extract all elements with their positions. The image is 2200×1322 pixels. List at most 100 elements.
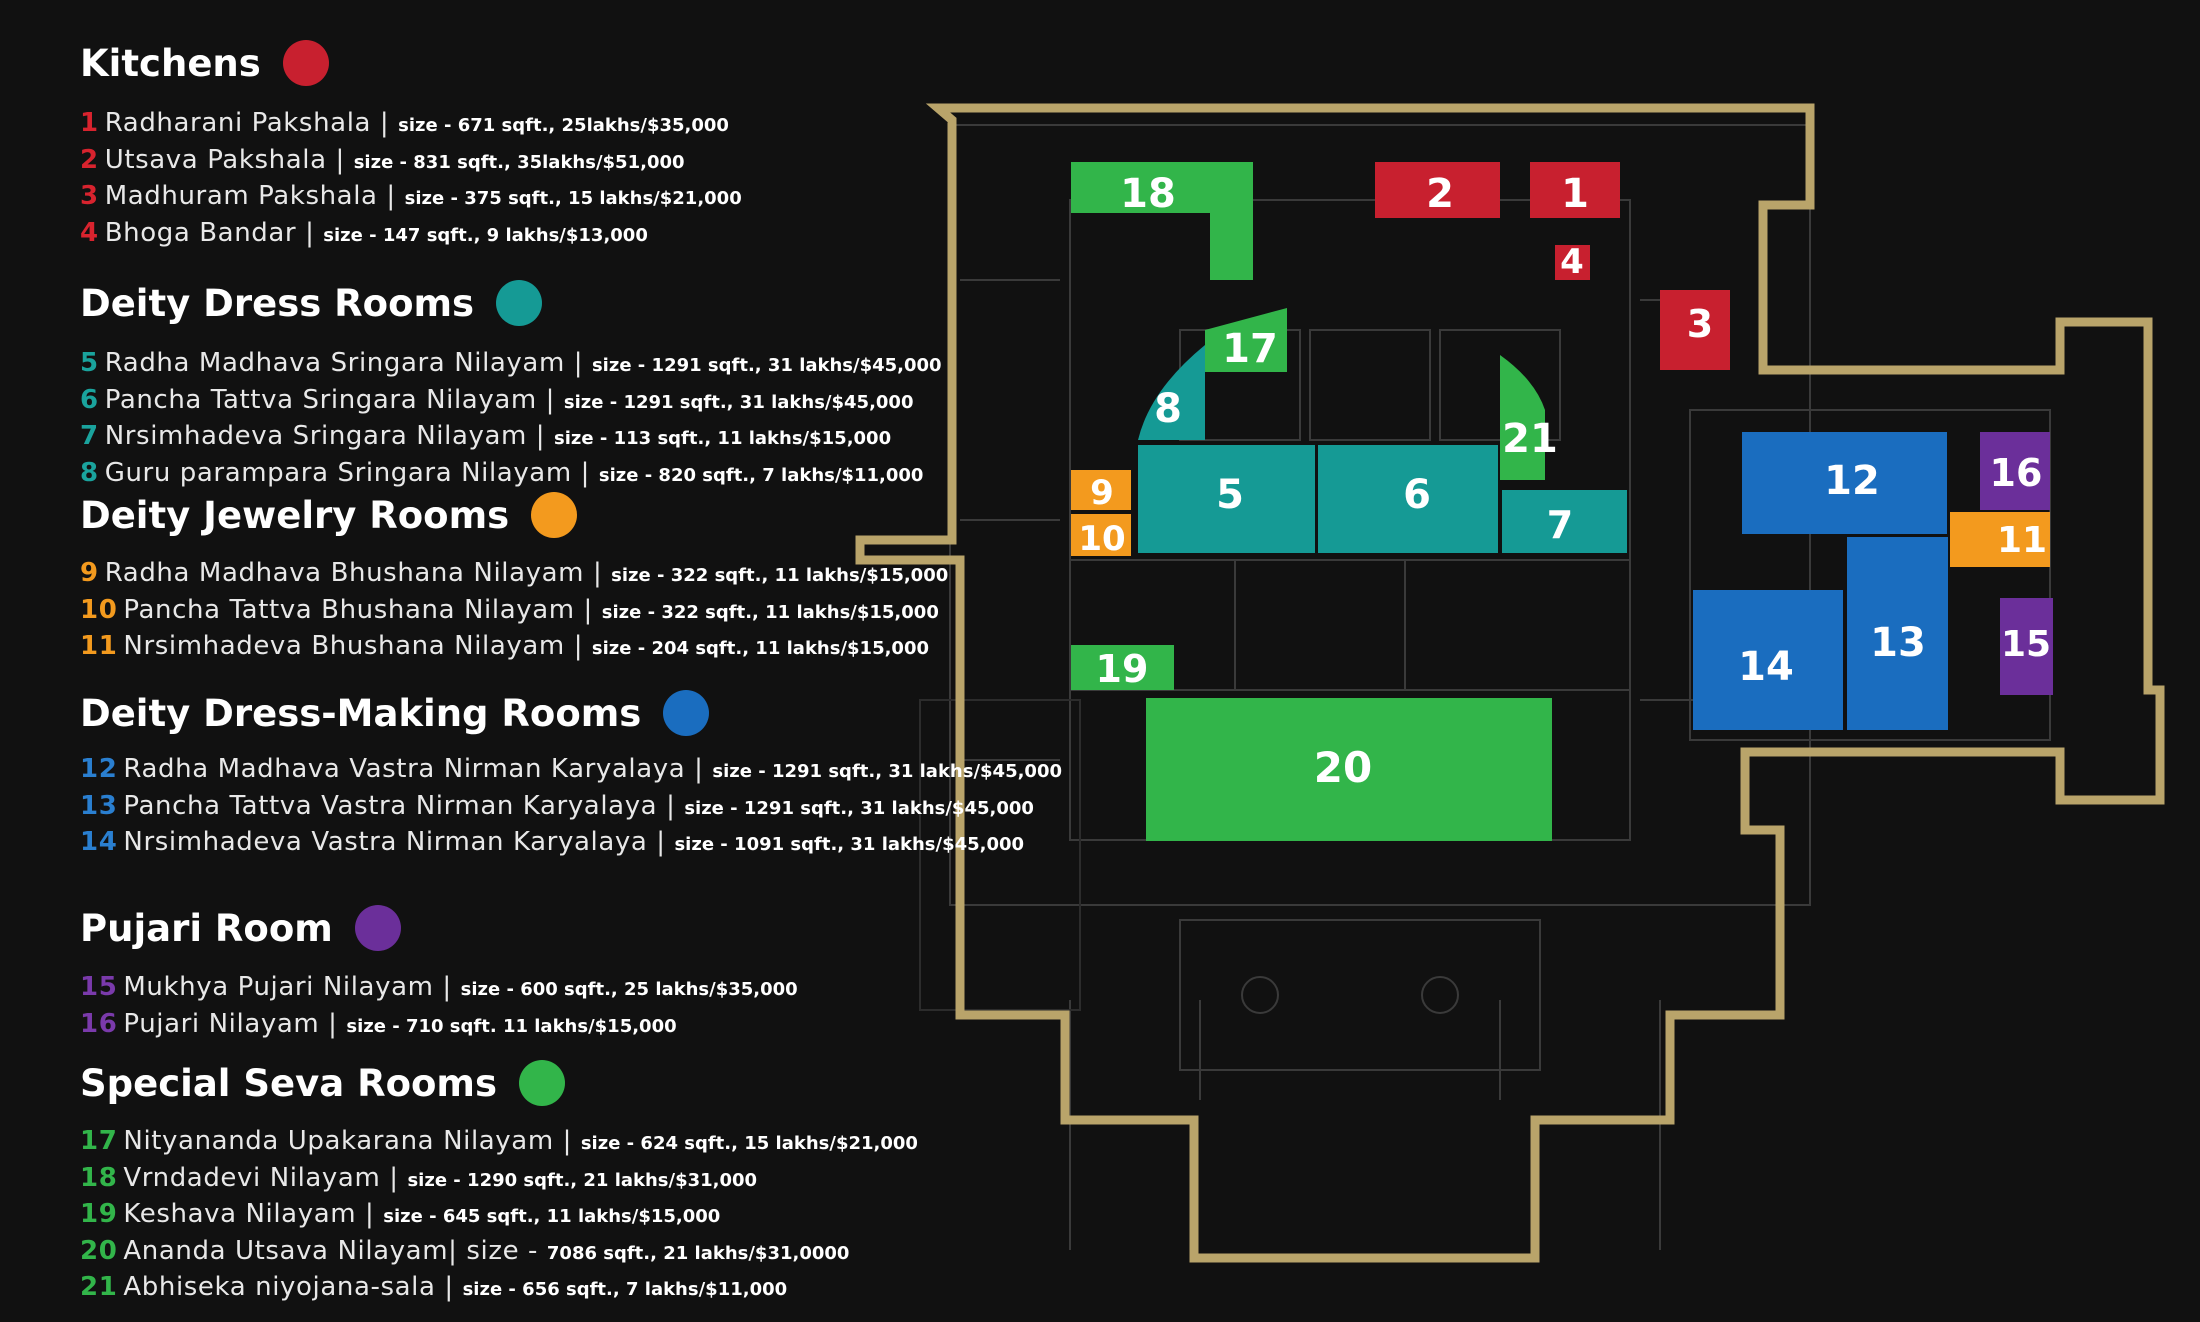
room-7[interactable] — [1502, 490, 1627, 553]
room-7-number: 7 — [1547, 503, 1573, 547]
section-title-text: Pujari Room — [80, 906, 333, 950]
legend-item-size: size - 820 sqft., 7 lakhs/$11,000 — [598, 464, 924, 486]
room-15[interactable] — [2000, 598, 2053, 695]
legend-item-number: 16 — [80, 1008, 118, 1039]
legend-item-size: size - 645 sqft., 11 lakhs/$15,000 — [383, 1206, 721, 1228]
room-20[interactable] — [1146, 698, 1552, 841]
section-title: Pujari Room — [80, 905, 401, 951]
legend-item-name: Guru parampara Sringara Nilayam | — [104, 457, 599, 488]
room-19[interactable] — [1071, 645, 1174, 690]
building-outline — [855, 103, 2165, 1263]
legend-item-size: size - 147 sqft., 9 lakhs/$13,000 — [323, 224, 648, 246]
legend-item-name: Radharani Pakshala | — [104, 108, 399, 138]
legend-item-size: size - 656 sqft., 7 lakhs/$11,000 — [462, 1279, 788, 1301]
legend-item-number: 15 — [80, 972, 118, 1002]
room-6[interactable] — [1318, 445, 1498, 553]
room-6-number: 6 — [1403, 472, 1431, 518]
legend-item-size: size - 113 sqft., 11 lakhs/$15,000 — [554, 428, 892, 450]
legend-item-name: Utsava Pakshala | — [104, 144, 354, 175]
legend-item-number: 20 — [80, 1235, 118, 1266]
room-5[interactable] — [1138, 445, 1315, 553]
room-9[interactable] — [1071, 470, 1131, 510]
legend-item-number: 8 — [80, 457, 99, 488]
legend-item-name: Radha Madhava Bhushana Nilayam | — [104, 558, 612, 588]
room-5-number: 5 — [1216, 472, 1244, 518]
section-title-text: Special Seva Rooms — [80, 1061, 497, 1105]
section-color-dot — [531, 492, 578, 538]
section-title: Deity Dress-Making Rooms — [80, 690, 710, 736]
room-1[interactable] — [1530, 162, 1620, 218]
room-8[interactable] — [1138, 345, 1205, 440]
room-17[interactable] — [1205, 308, 1287, 372]
room-4[interactable] — [1555, 245, 1590, 280]
room-13[interactable] — [1847, 537, 1948, 730]
legend-item-number: 18 — [80, 1162, 118, 1193]
section-title: Deity Jewelry Rooms — [80, 492, 578, 538]
section-color-dot — [282, 40, 329, 86]
room-16[interactable] — [1980, 432, 2050, 510]
legend-item-size: size - 1291 sqft., 31 lakhs/$45,000 — [591, 355, 942, 376]
legend-item-number: 3 — [80, 181, 99, 212]
room-21-number: 21 — [1502, 416, 1558, 462]
room-14-number: 14 — [1738, 644, 1794, 690]
legend-item-size: size - 1291 sqft., 31 lakhs/$45,000 — [684, 797, 1034, 819]
section-title-text: Deity Dress Rooms — [80, 281, 475, 325]
room-10-number: 10 — [1078, 519, 1125, 559]
legend-item-size: size - 600 sqft., 25 lakhs/$35,000 — [460, 979, 798, 1000]
room-11-number: 11 — [1997, 520, 2047, 561]
room-13-number: 13 — [1870, 620, 1926, 666]
room-11[interactable] — [1950, 512, 2050, 567]
room-20-number: 20 — [1314, 743, 1372, 792]
legend-item-size: size - 1291 sqft., 31 lakhs/$45,000 — [563, 391, 914, 413]
room-21[interactable] — [1500, 355, 1545, 480]
room-18[interactable] — [1071, 162, 1253, 280]
room-17-number: 17 — [1222, 326, 1278, 372]
legend-item-name: Nrsimhadeva Vastra Nirman Karyalaya | — [123, 827, 675, 858]
legend-item-number: 19 — [80, 1199, 118, 1230]
room-19-number: 19 — [1096, 647, 1149, 691]
legend-item-size: size - 322 sqft., 11 lakhs/$15,000 — [601, 601, 939, 623]
legend-item-number: 2 — [80, 144, 99, 175]
legend-item-size: size - 624 sqft., 15 lakhs/$21,000 — [580, 1133, 918, 1154]
room-14[interactable] — [1693, 590, 1843, 730]
legend-item-name: Mukhya Pujari Nilayam | — [123, 972, 461, 1002]
room-2[interactable] — [1375, 162, 1500, 218]
legend-item-size: 7086 sqft., 21 lakhs/$31,0000 — [546, 1242, 850, 1264]
section-color-dot — [519, 1060, 565, 1106]
room-10[interactable] — [1071, 514, 1131, 556]
legend-item-number: 4 — [80, 217, 99, 248]
legend-item-number: 6 — [80, 384, 99, 415]
legend-item-number: 13 — [80, 790, 118, 821]
room-1-number: 1 — [1561, 171, 1589, 217]
room-15-number: 15 — [2001, 624, 2051, 665]
legend-item-name: Radha Madhava Vastra Nirman Karyalaya | — [123, 754, 713, 784]
legend-item-name: Pancha Tattva Vastra Nirman Karyalaya | — [123, 790, 685, 821]
room-12[interactable] — [1742, 432, 1947, 534]
legend-item-size: size - 831 sqft., 35lakhs/$51,000 — [353, 151, 685, 173]
legend-item-size: size - 322 sqft., 11 lakhs/$15,000 — [611, 565, 949, 586]
legend-item-size: size - 1290 sqft., 21 lakhs/$31,000 — [407, 1169, 758, 1191]
legend-item-size: size - 1291 sqft., 31 lakhs/$45,000 — [712, 761, 1063, 782]
section-color-dot — [663, 690, 710, 736]
room-3[interactable] — [1660, 290, 1730, 370]
section-title-text: Deity Jewelry Rooms — [80, 493, 510, 537]
legend-item-name: Pujari Nilayam | — [123, 1008, 347, 1039]
